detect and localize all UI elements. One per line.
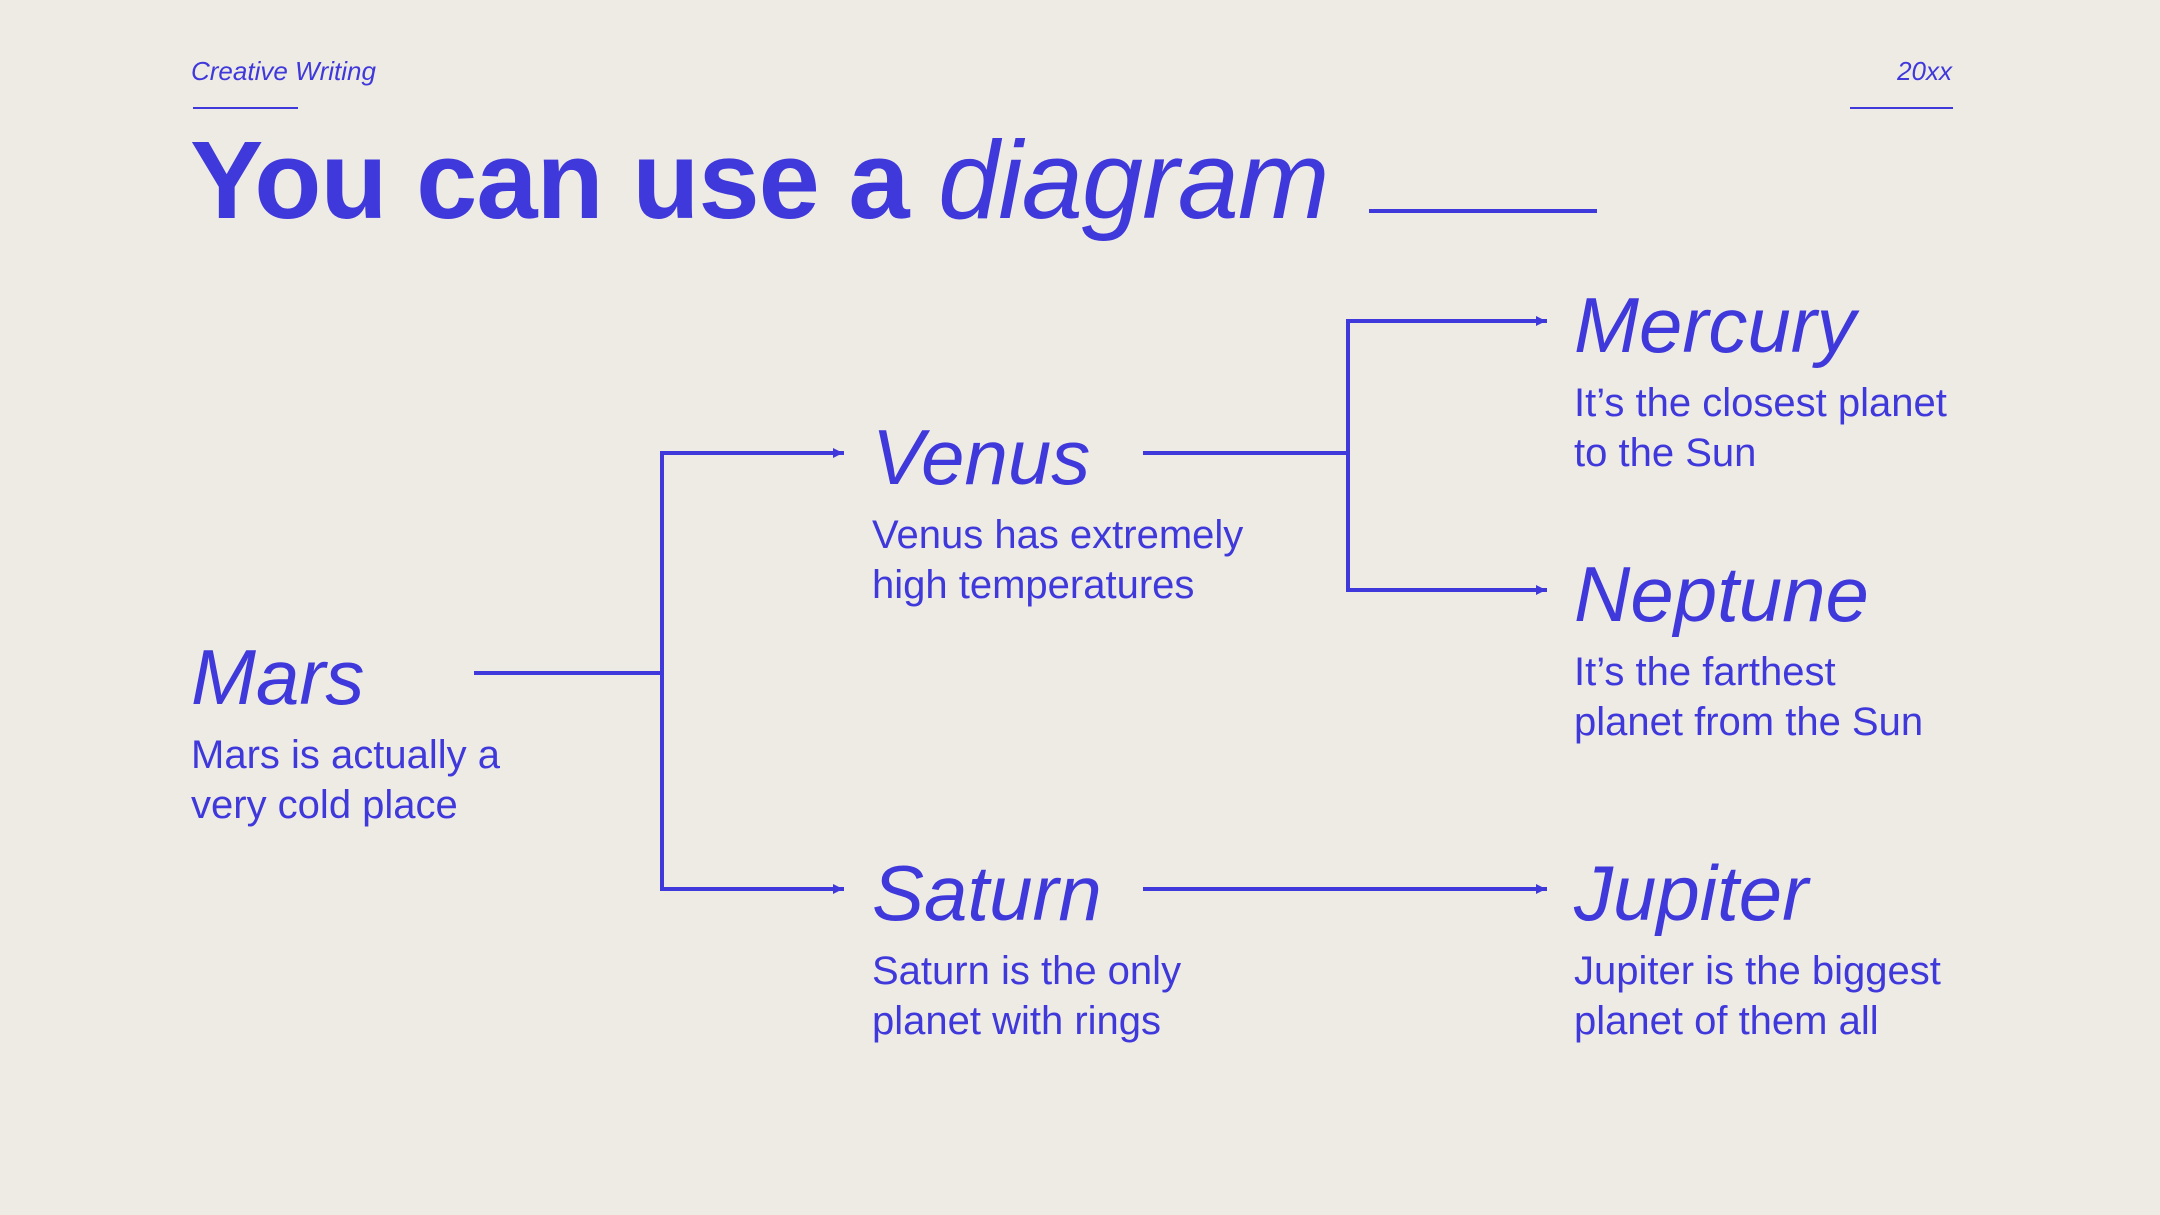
node-venus: Venus Venus has extremely high temperatu…	[872, 418, 1243, 610]
header-label-right: 20xx	[1897, 56, 1952, 86]
node-venus-name: Venus	[872, 413, 1091, 501]
title-underline	[1369, 209, 1597, 213]
node-neptune-description: It’s the farthest planet from the Sun	[1574, 650, 1924, 744]
node-jupiter: Jupiter Jupiter is the biggest planet of…	[1574, 854, 1941, 1046]
node-saturn-name: Saturn	[872, 849, 1102, 937]
header-rule-left	[193, 107, 298, 109]
node-saturn: Saturn Saturn is the only planet with ri…	[872, 854, 1181, 1046]
title-bold-part: You can use a	[190, 119, 939, 242]
node-saturn-description: Saturn is the only planet with rings	[872, 949, 1182, 1043]
node-neptune: Neptune It’s the farthest planet from th…	[1574, 555, 1923, 747]
header-label-left: Creative Writing	[191, 56, 376, 86]
page-title: You can use a diagram	[190, 115, 1330, 247]
node-jupiter-description: Jupiter is the biggest planet of them al…	[1574, 949, 1941, 1043]
node-mercury-description: It’s the closest planet to the Sun	[1574, 381, 1947, 475]
node-jupiter-name: Jupiter	[1574, 849, 1809, 937]
node-mercury-name: Mercury	[1574, 281, 1856, 369]
node-mars-name: Mars	[191, 633, 365, 721]
node-neptune-name: Neptune	[1574, 550, 1869, 638]
node-mars-description: Mars is actually a very cold place	[191, 733, 500, 827]
header-rule-right	[1850, 107, 1953, 109]
node-mercury: Mercury It’s the closest planet to the S…	[1574, 286, 1947, 478]
node-mars: Mars Mars is actually a very cold place	[191, 638, 500, 830]
node-venus-description: Venus has extremely high temperatures	[872, 513, 1244, 607]
title-italic-part: diagram	[938, 119, 1329, 242]
